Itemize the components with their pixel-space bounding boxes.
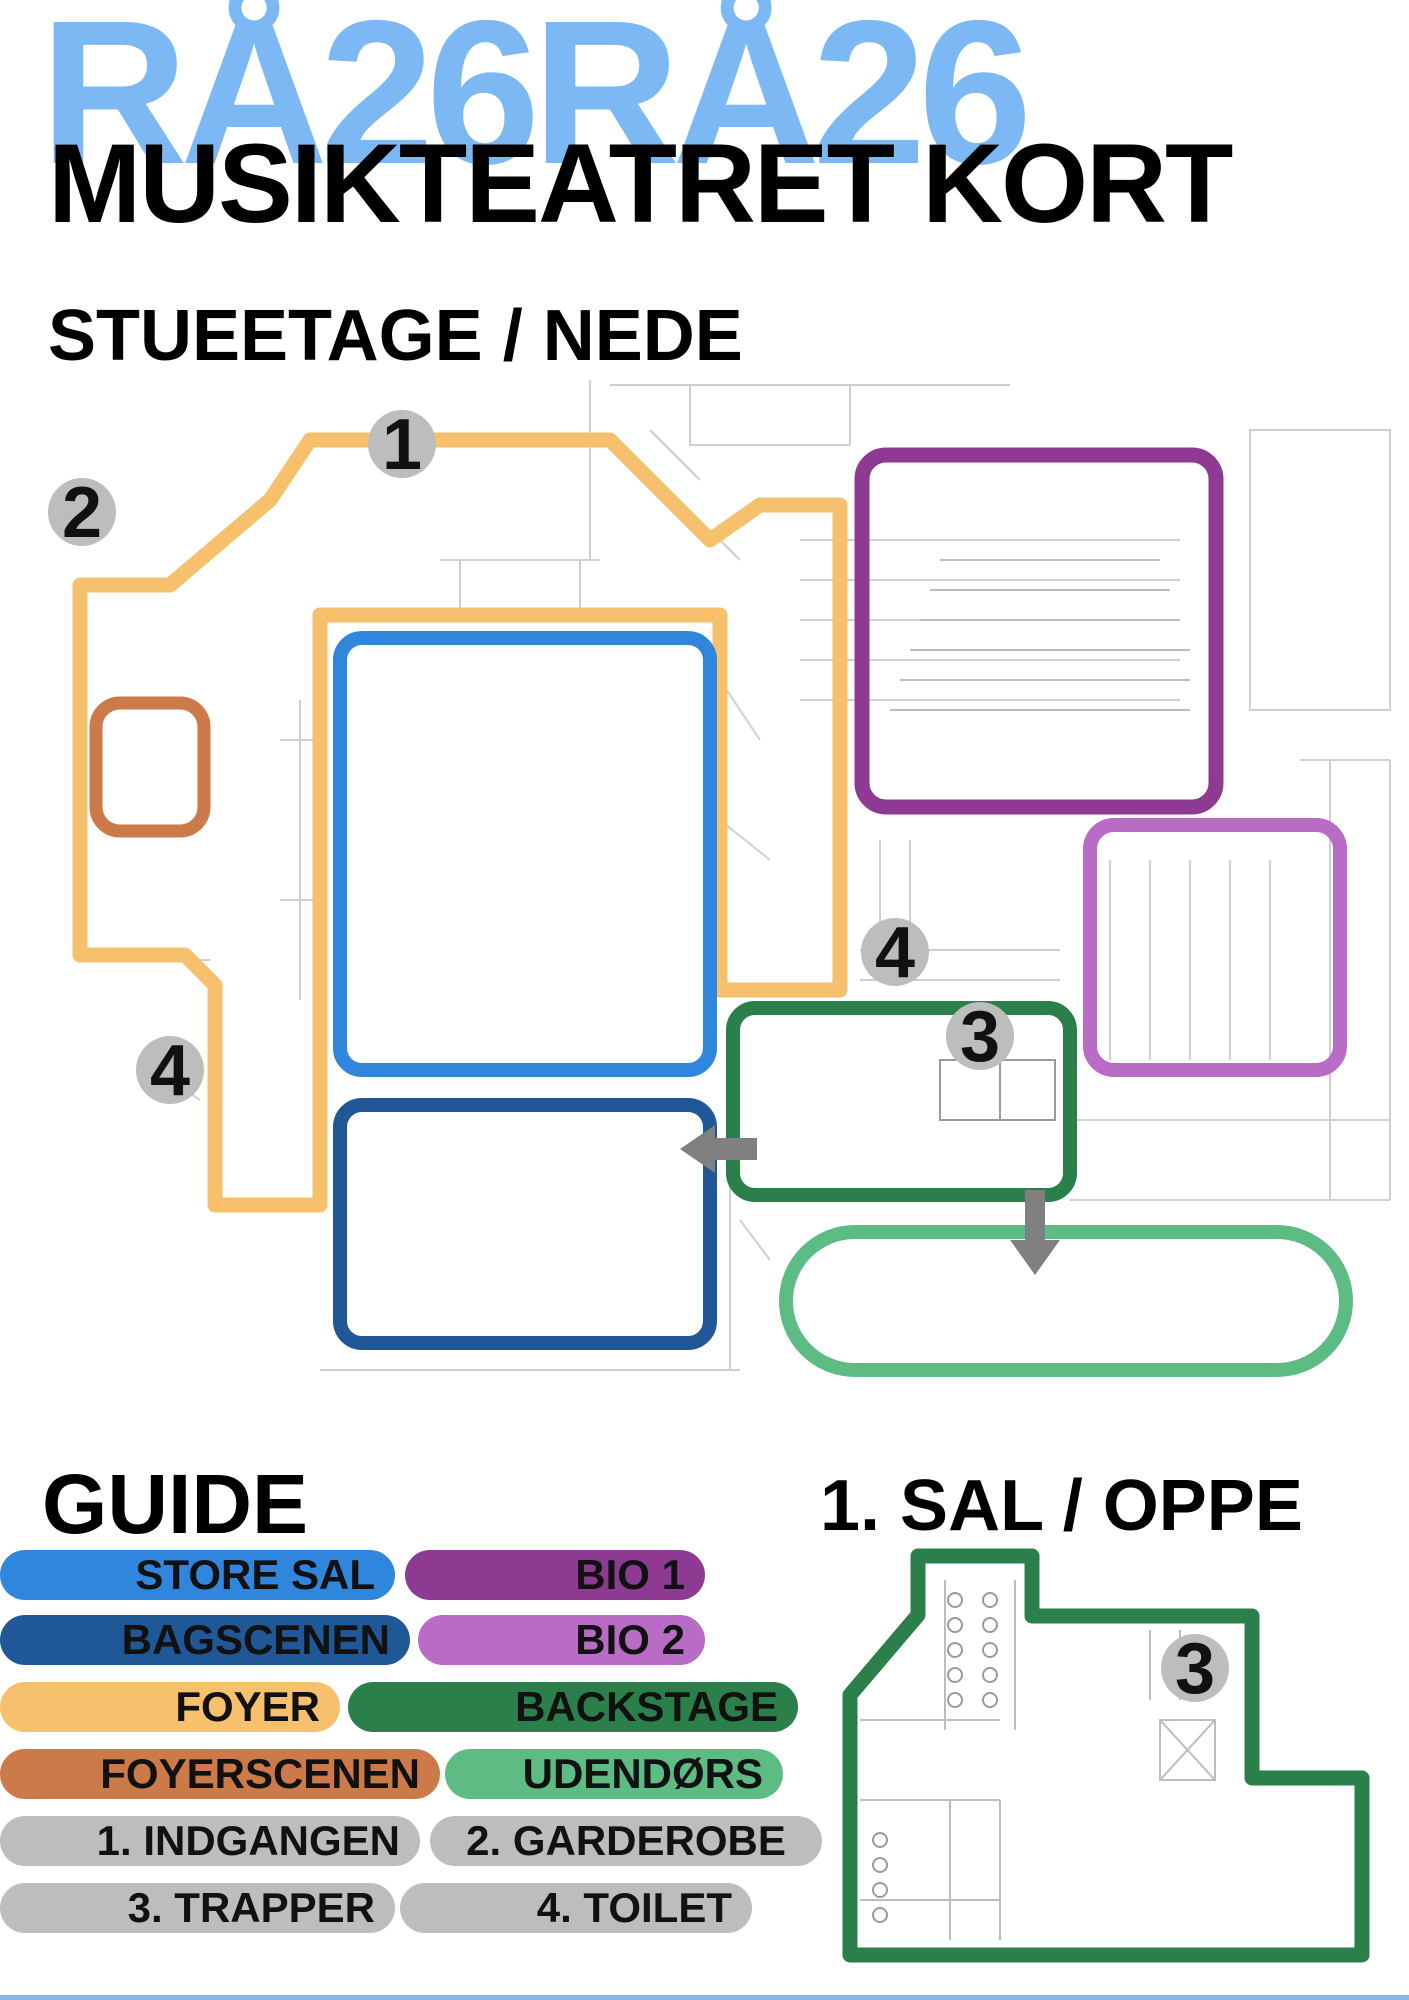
legend-bio-1: BIO 1 [405, 1550, 705, 1600]
legend-indgangen: 1. INDGANGEN [0, 1816, 420, 1866]
legend-store-sal: STORE SAL [0, 1550, 395, 1600]
legend-udendors: UDENDØRS [445, 1749, 783, 1799]
direction-arrows [680, 1125, 1060, 1275]
svg-text:1: 1 [382, 405, 422, 485]
legend-backstage: BACKSTAGE [348, 1682, 798, 1732]
foyerscenen-outline[interactable] [89, 696, 211, 838]
svg-text:4: 4 [875, 913, 915, 993]
background-logo-text: RÅ26RÅ26 [40, 0, 1032, 207]
svg-text:4: 4 [150, 1031, 190, 1111]
bottom-rule [0, 1995, 1409, 2000]
marker-toilet-middle[interactable]: 4 [861, 913, 929, 993]
marker-toilet-left[interactable]: 4 [136, 1031, 204, 1111]
svg-text:3: 3 [960, 997, 1000, 1077]
marker-entrance[interactable]: 1 [368, 405, 436, 485]
legend-foyerscenen: FOYERSCENEN [0, 1749, 440, 1799]
backstage-outline[interactable] [726, 1001, 1077, 1202]
bio-1-seating [890, 559, 1190, 711]
foyer-outline[interactable] [72, 432, 848, 1213]
legend-foyer: FOYER [0, 1682, 340, 1732]
svg-text:2: 2 [62, 473, 102, 553]
page-title: MUSIKTEATRET KORT [48, 121, 1233, 246]
bagscenen-outline[interactable] [333, 1098, 717, 1350]
store-sal-outline[interactable] [333, 631, 717, 1077]
bio-2-outline[interactable] [1083, 818, 1347, 1077]
marker-wardrobe[interactable]: 2 [48, 473, 116, 553]
ground-floor-heading: STUEETAGE / NEDE [48, 296, 743, 376]
first-floor-heading: 1. SAL / OPPE [820, 1466, 1303, 1546]
bio-1-outline[interactable] [854, 447, 1224, 815]
marker-stairs-ground[interactable]: 3 [946, 997, 1014, 1077]
legend-bio-2: BIO 2 [418, 1615, 705, 1665]
guide-heading: GUIDE [42, 1457, 309, 1551]
udendors-outline[interactable] [779, 1225, 1353, 1377]
legend-trapper: 3. TRAPPER [0, 1883, 395, 1933]
legend-bagscenen: BAGSCENEN [0, 1615, 410, 1665]
legend-toilet: 4. TOILET [400, 1883, 752, 1933]
legend-garderobe: 2. GARDEROBE [430, 1816, 822, 1866]
